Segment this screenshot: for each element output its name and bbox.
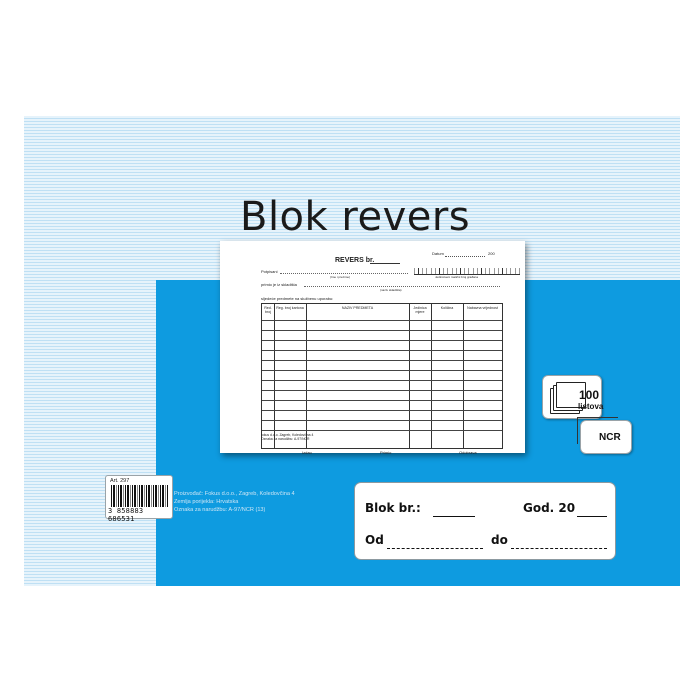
- table-row: [262, 320, 502, 321]
- table-row: [262, 350, 502, 351]
- warehouse-label: primio je iz skladišta: [261, 282, 297, 287]
- block-number-line: [433, 516, 475, 517]
- warehouse-hint: (naziv skladišta): [380, 288, 402, 292]
- maker-line: Oznaka za narudžbu: A-97/NCR (13): [174, 507, 266, 513]
- table-column-divider: [431, 304, 432, 448]
- barcode-number: 3 858883 686531: [108, 507, 144, 523]
- revers-form-sheet: REVERS br. Datum 200 Potpisani (Ime i pr…: [220, 241, 525, 455]
- table-column-divider: [274, 304, 275, 448]
- barcode-label: Art. 297 3 858883 686531: [105, 475, 173, 523]
- copy-sheet-icon: [577, 417, 618, 444]
- datum-label: Datum: [432, 251, 444, 256]
- table-row: [262, 420, 502, 421]
- footer-approved: Odobrava: [459, 450, 477, 455]
- form-title: REVERS br.: [335, 257, 375, 264]
- publisher-code: Oznaka za narudžbu: A-97/NCR: [261, 436, 310, 441]
- column-header: Jedinica mjere: [413, 306, 427, 315]
- warehouse-line: [304, 286, 500, 287]
- cover-sheet: Blok revers REVERS br. Datum 200 Potpisa…: [24, 116, 680, 586]
- column-header: Nabavna vrijednost: [467, 306, 498, 310]
- from-line: [387, 548, 483, 549]
- cover-title: Blok revers: [240, 194, 471, 240]
- paper-stack-icon: [556, 382, 586, 408]
- table-row: [262, 370, 502, 371]
- maker-line: Zemlja porijekla: Hrvatska: [174, 499, 239, 505]
- items-intro: sljedeće predmete na službenu uporabu:: [261, 296, 334, 301]
- year-label: 200: [488, 251, 495, 256]
- year-label: God. 20: [523, 501, 576, 515]
- table-column-divider: [463, 304, 464, 448]
- block-label-panel: Blok br.: God. 20 Od do: [354, 482, 616, 560]
- table-row: [262, 410, 502, 411]
- publisher-name: fokus d.o.o. Zagreb, Koledovčina 4: [261, 433, 314, 437]
- recipient-line: [280, 273, 408, 274]
- maker-info: Proizvođač: Fokus d.o.o., Zagreb, Koledo…: [174, 490, 295, 514]
- form-number-line: [370, 263, 400, 264]
- table-column-divider: [409, 304, 410, 448]
- ncr-badge: NCR: [577, 417, 632, 454]
- sheet-count: 100: [579, 388, 600, 402]
- table-row: [262, 380, 502, 381]
- id-hint: Jedinstveni matični broj građana: [435, 275, 479, 279]
- table-row: [262, 360, 502, 361]
- form-publisher: fokus d.o.o. Zagreb, Koledovčina 4 Oznak…: [261, 433, 314, 442]
- table-row: [262, 330, 502, 331]
- table-row: [262, 400, 502, 401]
- block-number-label: Blok br.:: [365, 501, 421, 515]
- table-column-divider: [306, 304, 307, 448]
- column-header: Reg. broj kartona: [276, 306, 304, 310]
- table-row: [262, 430, 502, 431]
- from-label: Od: [365, 533, 384, 547]
- recipient-label: Potpisani: [261, 269, 278, 274]
- to-label: do: [491, 533, 508, 547]
- footer-received: Primio: [380, 450, 392, 455]
- items-table: Red. broj Reg. broj kartona NAZIV PREDME…: [261, 303, 503, 449]
- sheet-count-badge: 100 listova: [542, 375, 604, 419]
- maker-line: Proizvođač: Fokus d.o.o., Zagreb, Koledo…: [174, 491, 295, 497]
- column-header: Red. broj: [264, 306, 272, 315]
- barcode-icon: [111, 485, 169, 507]
- to-line: [511, 548, 607, 549]
- table-row: [262, 390, 502, 391]
- recipient-hint: (Ime i prezime): [330, 275, 351, 279]
- footer-issued: Izdao: [302, 450, 312, 455]
- table-row: [262, 340, 502, 341]
- column-header: Količina: [440, 306, 454, 310]
- sheet-unit: listova: [578, 402, 604, 411]
- id-number-boxes: [414, 268, 520, 275]
- year-line: [577, 516, 607, 517]
- datum-line: [445, 256, 485, 257]
- column-header: NAZIV PREDMETA: [341, 306, 374, 310]
- copy-type: NCR: [599, 432, 621, 443]
- article-number: Art. 297: [110, 478, 130, 484]
